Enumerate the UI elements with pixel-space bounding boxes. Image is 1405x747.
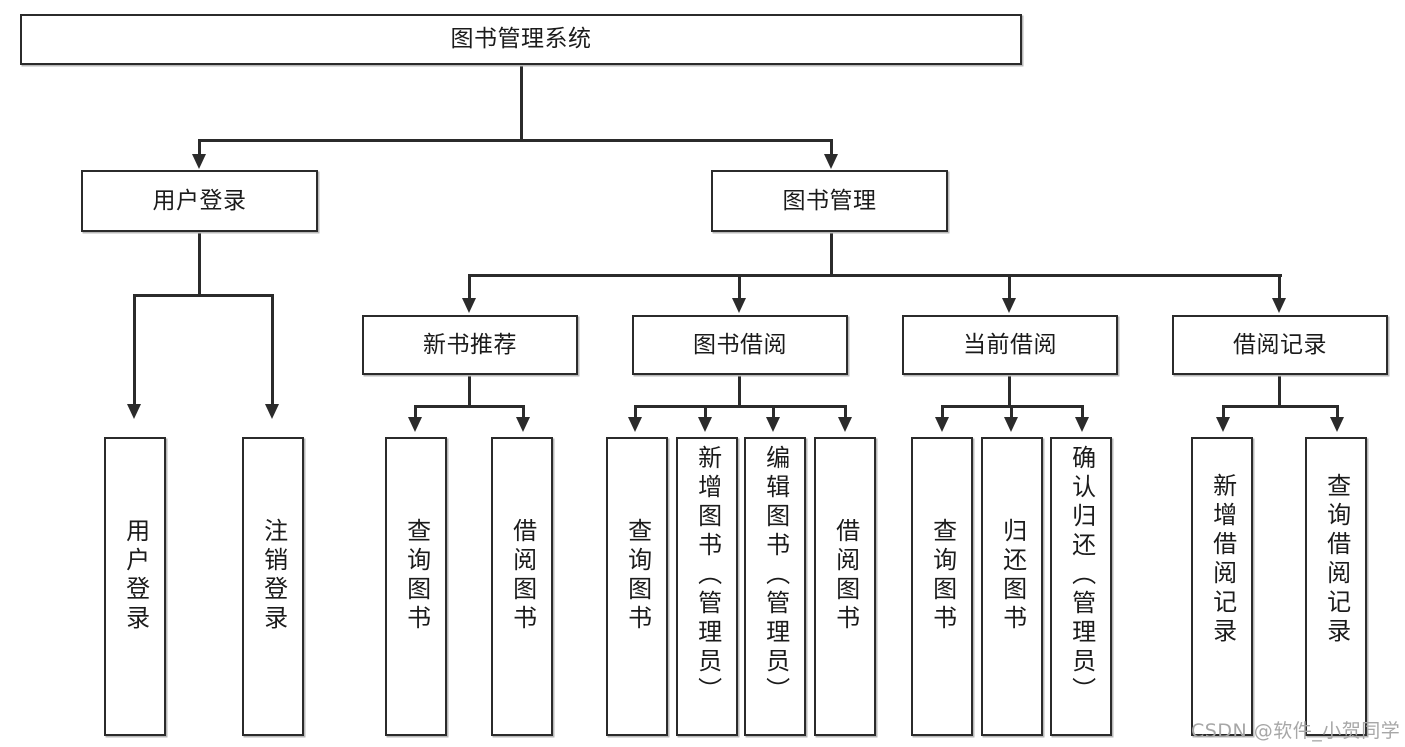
connector-root-stem <box>520 65 523 141</box>
node-leaf-edit-book-admin-label: 编辑图书（管理员） <box>761 445 790 706</box>
node-leaf-confirm-return-admin-label: 确认归还（管理员） <box>1067 445 1096 706</box>
connector-userlogin-stem <box>198 232 201 296</box>
node-leaf-add-book-admin[interactable]: 新增图书（管理员） <box>676 437 738 736</box>
connector-currentborrow-drop-3 <box>1081 405 1084 418</box>
node-leaf-return-book[interactable]: 归还图书 <box>981 437 1043 736</box>
node-leaf-query-book-c[interactable]: 查询图书 <box>911 437 973 736</box>
arrowhead-to-leaf-add-book-admin <box>698 417 712 432</box>
node-leaf-logout-label: 注销登录 <box>259 518 288 634</box>
node-current-borrow[interactable]: 当前借阅 <box>902 315 1118 375</box>
connector-newbook-bus <box>414 405 524 408</box>
arrowhead-to-leaf-edit-book-admin <box>766 417 780 432</box>
connector-bookborrow-drop-4 <box>844 405 847 418</box>
connector-borrowrecord-bus <box>1222 405 1338 408</box>
connector-bookmanage-drop-1 <box>468 274 471 300</box>
node-leaf-confirm-return-admin[interactable]: 确认归还（管理员） <box>1050 437 1112 736</box>
arrowhead-to-book-borrow <box>732 298 746 313</box>
node-leaf-user-login[interactable]: 用户登录 <box>104 437 166 736</box>
connector-bookborrow-drop-1 <box>634 405 637 418</box>
node-leaf-query-record-label: 查询借阅记录 <box>1322 473 1351 647</box>
arrowhead-to-leaf-user-login <box>127 404 141 419</box>
node-leaf-add-book-admin-label: 新增图书（管理员） <box>693 445 722 706</box>
node-leaf-edit-book-admin[interactable]: 编辑图书（管理员） <box>744 437 806 736</box>
connector-userlogin-bus <box>133 294 273 297</box>
node-leaf-borrow-book-b-label: 借阅图书 <box>831 518 860 634</box>
node-new-book-rec-label: 新书推荐 <box>423 331 517 358</box>
node-current-borrow-label: 当前借阅 <box>963 331 1057 358</box>
arrowhead-to-leaf-query-book-a <box>408 417 422 432</box>
node-leaf-borrow-book-b[interactable]: 借阅图书 <box>814 437 876 736</box>
arrowhead-to-current-borrow <box>1002 298 1016 313</box>
node-root[interactable]: 图书管理系统 <box>20 14 1022 65</box>
connector-newbook-drop-2 <box>522 405 525 418</box>
connector-bookborrow-drop-3 <box>772 405 775 418</box>
connector-userlogin-drop-1 <box>133 294 136 404</box>
node-leaf-query-book-b-label: 查询图书 <box>623 518 652 634</box>
node-book-borrow-label: 图书借阅 <box>693 331 787 358</box>
connector-root-drop-right <box>830 139 833 156</box>
arrowhead-to-leaf-return-book <box>1004 417 1018 432</box>
node-new-book-rec[interactable]: 新书推荐 <box>362 315 578 375</box>
arrowhead-to-leaf-query-book-c <box>935 417 949 432</box>
connector-bookmanage-bus <box>468 274 1282 277</box>
node-book-manage[interactable]: 图书管理 <box>711 170 948 232</box>
node-leaf-borrow-book-a-label: 借阅图书 <box>508 518 537 634</box>
arrowhead-to-leaf-logout <box>265 404 279 419</box>
node-book-manage-label: 图书管理 <box>782 187 877 214</box>
arrowhead-to-borrow-record <box>1272 298 1286 313</box>
connector-root-bus <box>198 139 832 142</box>
connector-bookmanage-drop-3 <box>1008 274 1011 300</box>
connector-currentborrow-drop-1 <box>941 405 944 418</box>
node-leaf-query-book-b[interactable]: 查询图书 <box>606 437 668 736</box>
node-borrow-record-label: 借阅记录 <box>1233 331 1327 358</box>
node-leaf-add-record[interactable]: 新增借阅记录 <box>1191 437 1253 736</box>
connector-borrowrecord-drop-1 <box>1222 405 1225 418</box>
arrowhead-to-leaf-borrow-book-b <box>838 417 852 432</box>
node-root-label: 图书管理系统 <box>450 26 592 53</box>
connector-currentborrow-drop-2 <box>1010 405 1013 418</box>
connector-bookmanage-stem <box>830 232 833 276</box>
node-leaf-query-book-a[interactable]: 查询图书 <box>385 437 447 736</box>
arrowhead-to-leaf-query-book-b <box>628 417 642 432</box>
connector-borrowrecord-stem <box>1278 375 1281 407</box>
connector-bookmanage-drop-2 <box>738 274 741 300</box>
connector-userlogin-drop-2 <box>271 294 274 404</box>
node-leaf-user-login-label: 用户登录 <box>121 518 150 634</box>
arrowhead-to-leaf-borrow-book-a <box>516 417 530 432</box>
arrowhead-to-leaf-add-record <box>1216 417 1230 432</box>
connector-borrowrecord-drop-2 <box>1336 405 1339 418</box>
connector-bookborrow-stem <box>738 375 741 407</box>
arrowhead-to-user-login <box>192 154 206 169</box>
node-leaf-borrow-book-a[interactable]: 借阅图书 <box>491 437 553 736</box>
connector-bookborrow-bus <box>634 405 846 408</box>
node-leaf-logout[interactable]: 注销登录 <box>242 437 304 736</box>
node-leaf-add-record-label: 新增借阅记录 <box>1208 473 1237 647</box>
connector-bookborrow-drop-2 <box>704 405 707 418</box>
node-leaf-query-book-a-label: 查询图书 <box>402 518 431 634</box>
connector-currentborrow-stem <box>1008 375 1011 407</box>
node-borrow-record[interactable]: 借阅记录 <box>1172 315 1388 375</box>
connector-root-drop-left <box>198 139 201 156</box>
node-leaf-query-record[interactable]: 查询借阅记录 <box>1305 437 1367 736</box>
node-user-login[interactable]: 用户登录 <box>81 170 318 232</box>
arrowhead-to-leaf-confirm-return-admin <box>1075 417 1089 432</box>
node-leaf-return-book-label: 归还图书 <box>998 518 1027 634</box>
connector-newbook-drop-1 <box>414 405 417 418</box>
arrowhead-to-leaf-query-record <box>1330 417 1344 432</box>
node-user-login-label: 用户登录 <box>152 187 247 214</box>
connector-bookmanage-drop-4 <box>1278 274 1281 300</box>
arrowhead-to-new-book-rec <box>462 298 476 313</box>
arrowhead-to-book-manage <box>824 154 838 169</box>
node-book-borrow[interactable]: 图书借阅 <box>632 315 848 375</box>
connector-newbook-stem <box>468 375 471 407</box>
node-leaf-query-book-c-label: 查询图书 <box>928 518 957 634</box>
